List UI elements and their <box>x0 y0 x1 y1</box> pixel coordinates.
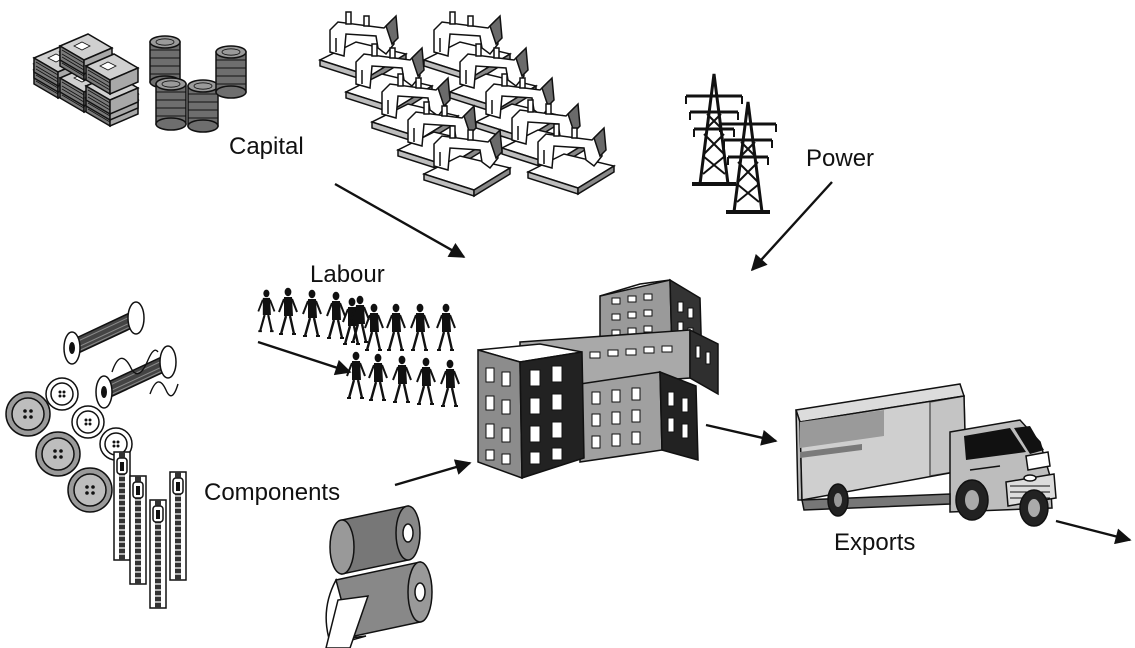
label-exports: Exports <box>834 529 915 556</box>
worker-icon <box>257 286 461 408</box>
coin-stack-icon <box>149 35 247 133</box>
sewing-machine-icon <box>319 11 615 197</box>
label-labour: Labour <box>310 261 385 288</box>
factory-icon <box>477 278 719 480</box>
truck-icon <box>795 383 1057 527</box>
label-capital: Capital <box>229 133 304 160</box>
fabric-roll-icon <box>325 505 433 648</box>
label-power: Power <box>806 145 874 172</box>
arrow-power <box>750 181 833 272</box>
button-icon <box>5 377 133 513</box>
arrow-components <box>394 459 472 487</box>
zipper-icon <box>113 451 187 609</box>
pylon-icon <box>684 72 778 214</box>
label-components: Components <box>204 479 340 506</box>
arrow-labour <box>257 340 352 376</box>
arrow-factory-to-truck <box>705 423 778 446</box>
thread-spool-icon <box>63 301 179 409</box>
money-stack-icon <box>33 33 139 127</box>
arrow-exports <box>1055 519 1132 545</box>
arrow-capital <box>334 182 466 259</box>
